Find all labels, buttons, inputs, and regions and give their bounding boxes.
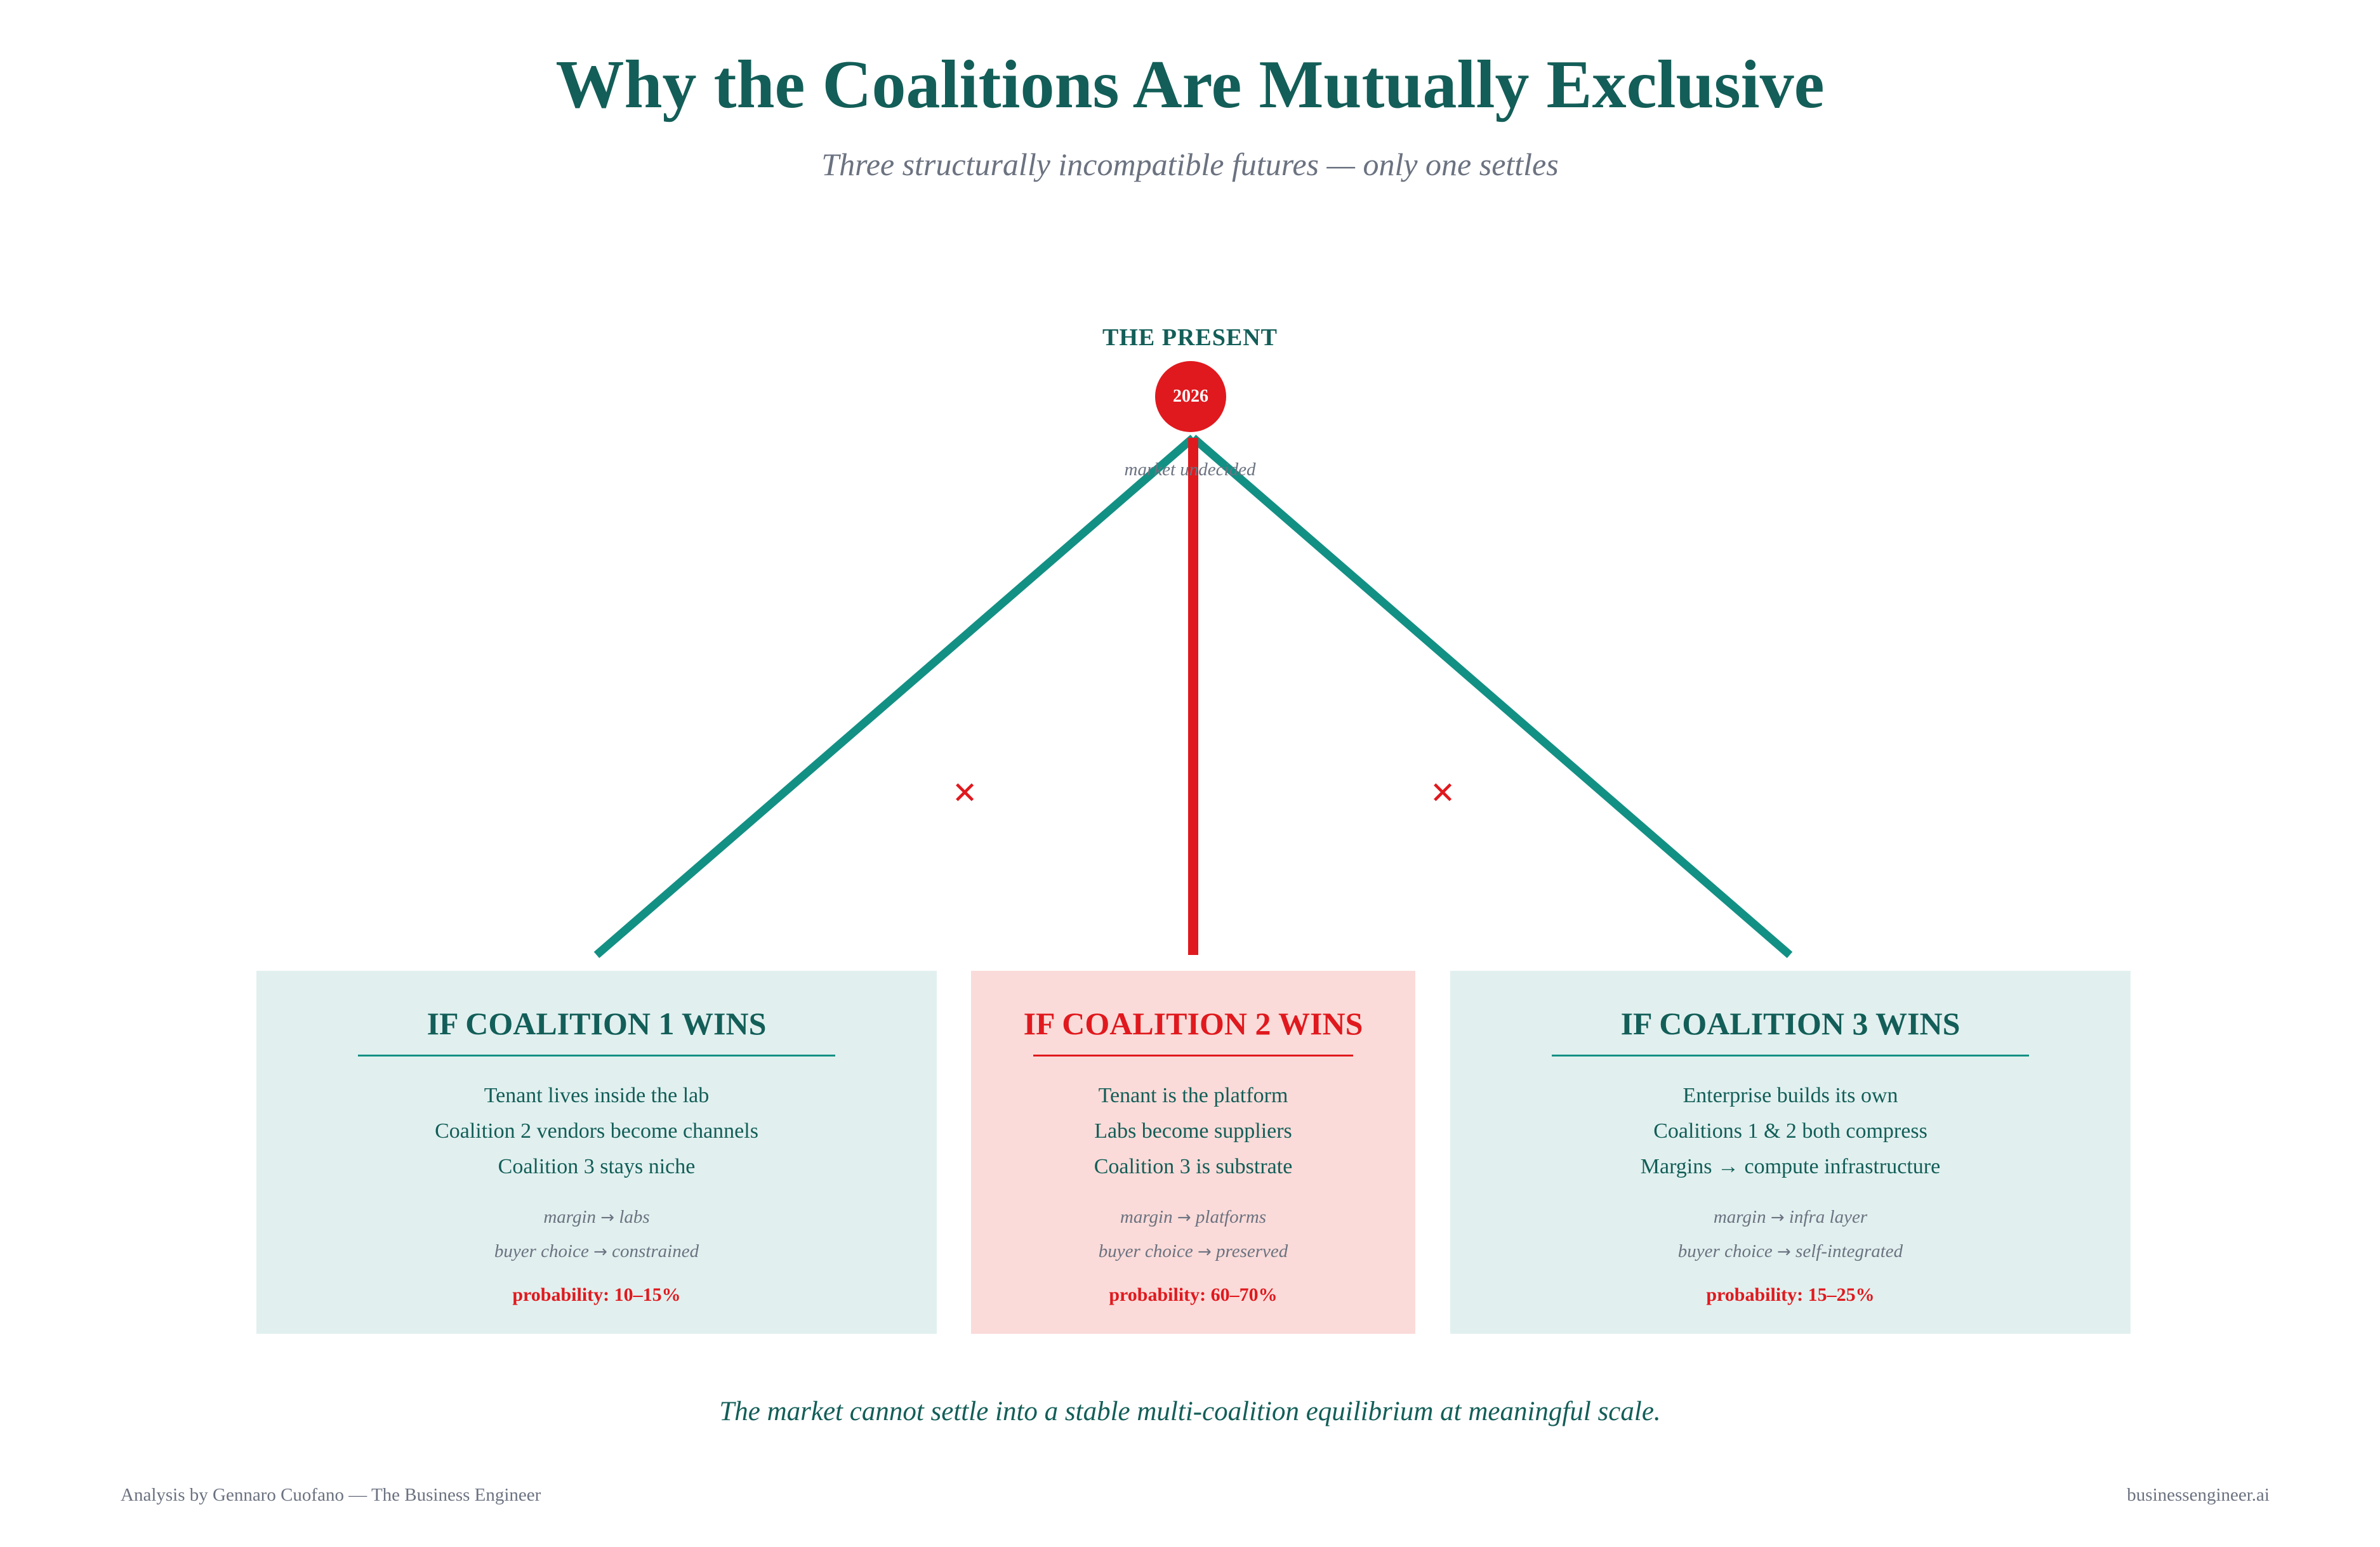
card-meta-buyer-choice: buyer choice → self-integrated <box>1677 1241 1903 1261</box>
conclusion-text: The market cannot settle into a stable m… <box>719 1397 1661 1426</box>
coalition-2-card: IF COALITION 2 WINS Tenant is the platfo… <box>971 971 1415 1334</box>
card-meta-margin: margin → infra layer <box>1713 1207 1868 1227</box>
page-title: Why the Coalitions Are Mutually Exclusiv… <box>555 47 1825 122</box>
card-meta-margin: margin → platforms <box>1120 1207 1267 1227</box>
card-heading: IF COALITION 3 WINS <box>1620 1006 1960 1041</box>
card-line: Coalition 3 stays niche <box>498 1155 696 1178</box>
card-probability: probability: 60–70% <box>1109 1284 1278 1305</box>
card-line: Tenant lives inside the lab <box>484 1084 710 1107</box>
card-divider <box>358 1055 835 1057</box>
card-line: Margins → compute infrastructure <box>1640 1155 1941 1178</box>
card-line: Coalitions 1 & 2 both compress <box>1653 1119 1927 1143</box>
coalition-3-card: IF COALITION 3 WINS Enterprise builds it… <box>1450 971 2131 1334</box>
card-line: Coalition 3 is substrate <box>1094 1155 1293 1178</box>
footer-site-link[interactable]: businessengineer.ai <box>2127 1485 2270 1505</box>
page-subtitle: Three structurally incompatible futures … <box>821 147 1559 182</box>
card-probability: probability: 10–15% <box>512 1284 681 1305</box>
cross-icon: ✕ <box>1430 775 1456 811</box>
branch-line-coalition-3 <box>1190 435 1793 958</box>
card-line: Enterprise builds its own <box>1683 1084 1898 1107</box>
card-heading: IF COALITION 1 WINS <box>426 1006 767 1041</box>
card-meta-buyer-choice: buyer choice → constrained <box>494 1241 699 1261</box>
present-label: THE PRESENT <box>1102 324 1278 351</box>
present-year-node: 2026 <box>1155 361 1226 432</box>
card-line: Labs become suppliers <box>1094 1119 1292 1143</box>
branch-line-coalition-1 <box>593 435 1196 958</box>
card-divider <box>1552 1055 2029 1057</box>
cross-icon: ✕ <box>952 775 978 811</box>
card-heading: IF COALITION 2 WINS <box>1023 1006 1363 1041</box>
card-meta-buyer-choice: buyer choice → preserved <box>1098 1241 1288 1261</box>
card-line: Tenant is the platform <box>1098 1084 1288 1107</box>
present-note: market undecided <box>1124 459 1256 480</box>
coalition-1-card: IF COALITION 1 WINS Tenant lives inside … <box>256 971 937 1334</box>
card-divider <box>1033 1055 1353 1057</box>
card-meta-margin: margin → labs <box>543 1207 650 1227</box>
footer-credit: Analysis by Gennaro Cuofano — The Busine… <box>121 1485 541 1505</box>
card-probability: probability: 15–25% <box>1706 1284 1875 1305</box>
card-line: Coalition 2 vendors become channels <box>435 1119 758 1143</box>
